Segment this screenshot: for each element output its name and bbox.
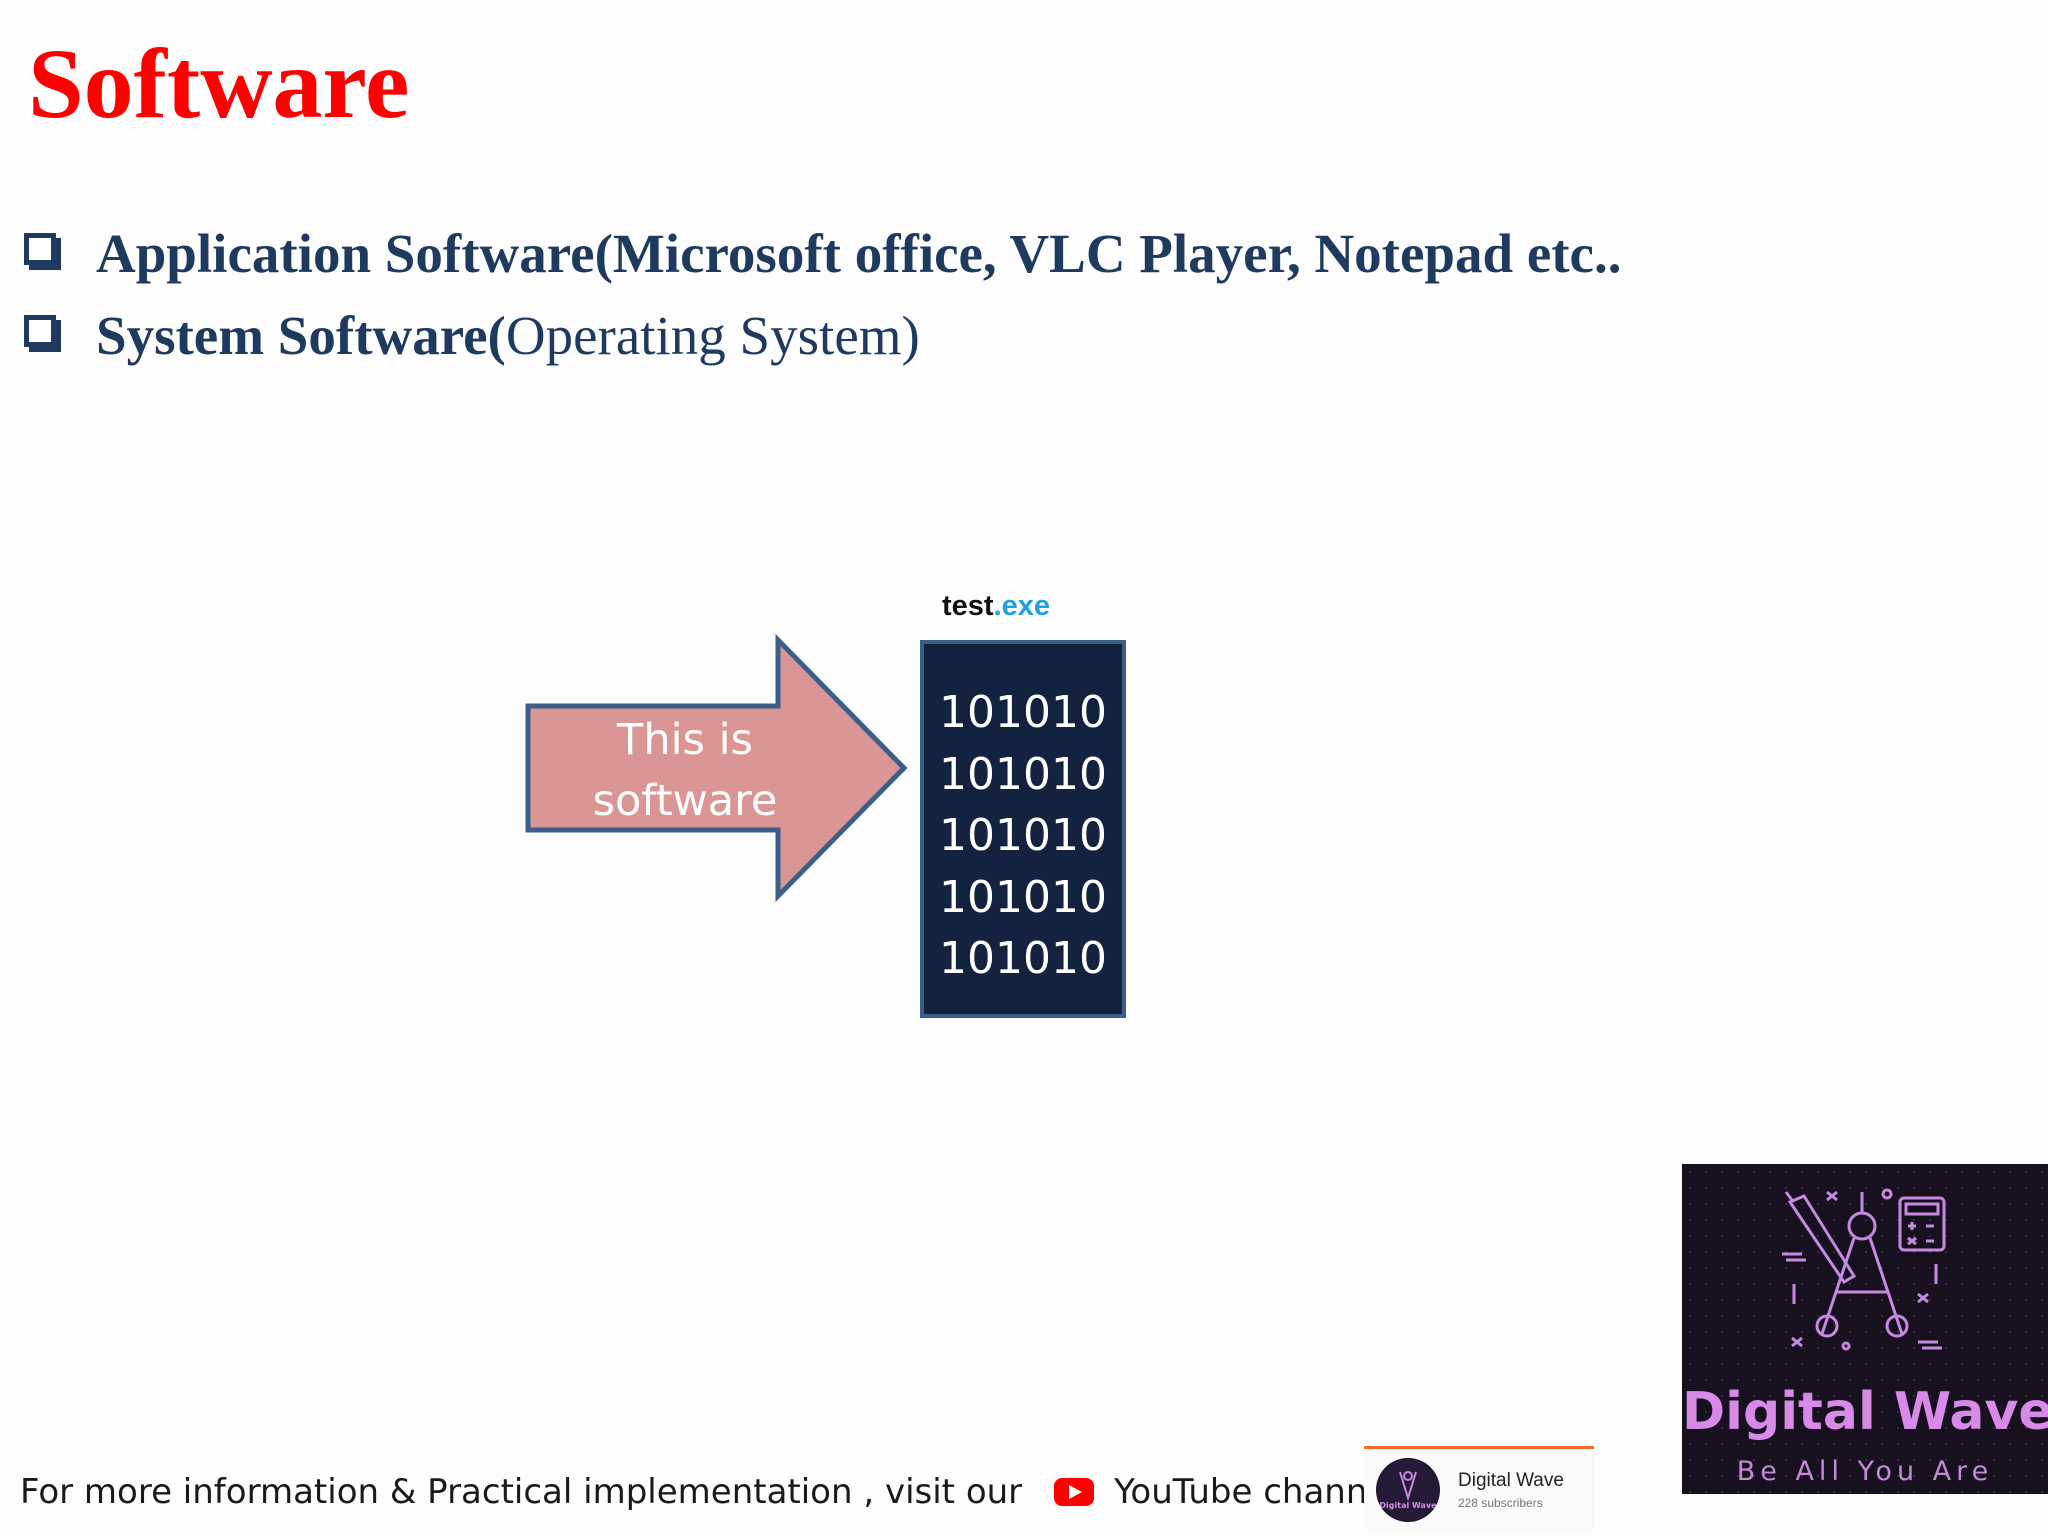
avatar-logo-icon: Digital Wave xyxy=(1377,1458,1439,1521)
arrow-label-line: This is xyxy=(617,715,753,765)
channel-subscribers: 228 subscribers xyxy=(1458,1495,1543,1510)
channel-info: Digital Wave 228 subscribers xyxy=(1458,1470,1564,1510)
bullet-bold-text: Application Software(Microsoft office, V… xyxy=(96,222,1622,284)
binary-line: 101010 xyxy=(939,748,1107,800)
file-extension: .exe xyxy=(993,590,1051,622)
logo-tagline: Be All You Are xyxy=(1736,1456,1994,1487)
binary-line: 101010 xyxy=(939,871,1107,923)
bullet-list: Application Software(Microsoft office, V… xyxy=(24,212,1621,376)
bullet-application-software: Application Software(Microsoft office, V… xyxy=(24,212,1621,294)
compass-calculator-icon xyxy=(1782,1188,1946,1351)
youtube-channel-card[interactable]: Digital Wave Digital Wave 228 subscriber… xyxy=(1364,1446,1594,1530)
bullet-text: Application Software(Microsoft office, V… xyxy=(96,222,1621,285)
footer-link-text[interactable]: YouTube channel. xyxy=(1114,1472,1409,1512)
software-arrow xyxy=(525,633,908,902)
binary-line: 101010 xyxy=(939,687,1107,738)
bullet-text: System Software(Operating System) xyxy=(96,304,920,367)
checkbox-bullet-icon xyxy=(24,233,56,265)
youtube-icon[interactable] xyxy=(1054,1478,1095,1506)
bullet-regular-text: Operating System) xyxy=(505,304,920,366)
binary-code-box: 101010 101010 101010 101010 101010 xyxy=(920,640,1126,1018)
digital-wave-logo: Digital Wave Be All You Are xyxy=(1682,1164,2048,1494)
channel-avatar[interactable]: Digital Wave xyxy=(1376,1457,1440,1522)
binary-line: 101010 xyxy=(939,810,1107,861)
arrow-label-line: software xyxy=(592,776,778,826)
arrow-label: This is software xyxy=(560,710,810,832)
channel-name[interactable]: Digital Wave xyxy=(1458,1469,1564,1491)
slide-title: Software xyxy=(28,28,410,139)
bullet-system-software: System Software(Operating System) xyxy=(24,294,1621,376)
footer-text: For more information & Practical impleme… xyxy=(20,1472,1023,1512)
bullet-bold-text: System Software( xyxy=(96,304,506,366)
avatar-text: Digital Wave xyxy=(1379,1501,1437,1510)
exe-file-label: test.exe xyxy=(942,590,1050,623)
logo-name: Digital Wave xyxy=(1682,1382,2048,1442)
footer: For more information & Practical impleme… xyxy=(20,1472,1409,1512)
checkbox-bullet-icon xyxy=(24,315,56,347)
binary-line: 101010 xyxy=(939,933,1107,984)
file-name: test xyxy=(942,590,994,622)
